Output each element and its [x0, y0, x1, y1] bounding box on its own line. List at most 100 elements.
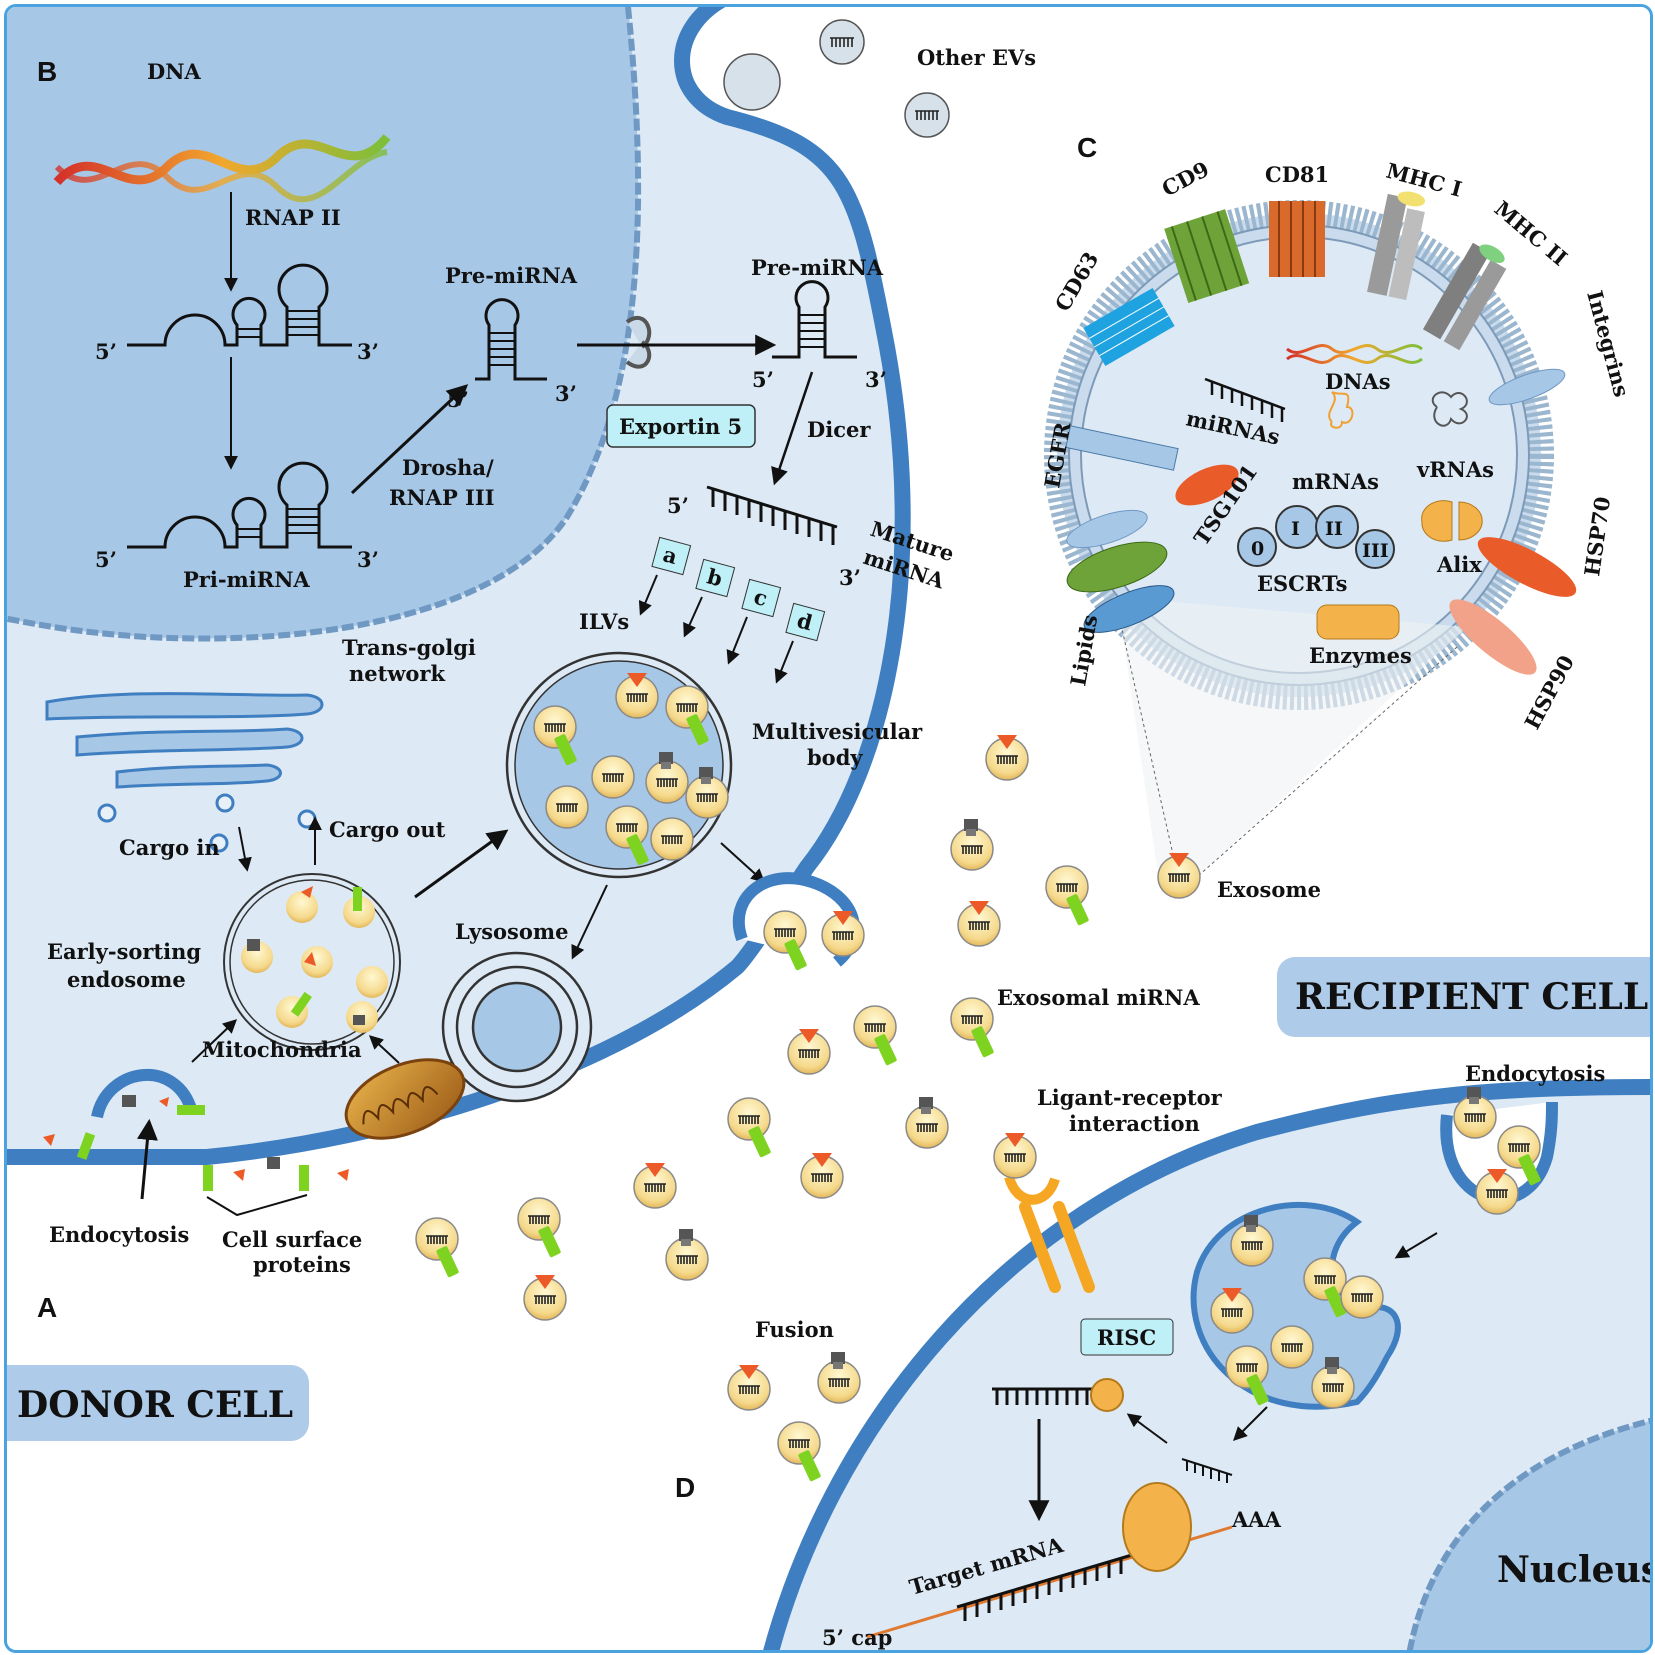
escrt-1-label: I: [1291, 518, 1300, 540]
receptor-icon: [1019, 1201, 1095, 1293]
trans-golgi-network: [45, 692, 324, 853]
panel-c-label: C: [1077, 132, 1097, 163]
figure-frame: Other EVs B C A D DNA RNAP II 5’ 3’ 5’ 3…: [4, 4, 1653, 1653]
mrnas-icon: [1328, 391, 1354, 429]
vrnas-icon: [1431, 391, 1468, 427]
strand-b: b: [695, 558, 736, 598]
exosome-label: Exosome: [1217, 877, 1321, 902]
pri-mirna-strand-bottom: [127, 461, 352, 549]
mrnas-label: mRNAs: [1292, 469, 1379, 494]
panel-b-label: B: [37, 56, 57, 87]
pre-mirna-hairpin-cytoplasm: [772, 280, 857, 359]
mvb-label-line2: body: [807, 745, 863, 770]
integrins-label: Integrins: [1582, 288, 1634, 400]
vrnas-label: vRNAs: [1416, 457, 1494, 482]
early-sorting-endosome: [223, 873, 401, 1051]
pre-mirna-nucleus-label: Pre-miRNA: [445, 263, 578, 288]
svg-text:b: b: [704, 563, 725, 591]
pre-mirna-hairpin-nucleus: [475, 298, 547, 381]
mvb-label-line1: Multivesicular: [752, 719, 923, 744]
donor-nucleus: [7, 7, 642, 642]
lysosome-label: Lysosome: [455, 919, 568, 944]
recipient-cell-cytoplasm: [763, 1079, 1650, 1650]
panel-a-label: A: [37, 1292, 57, 1323]
dnas-label: DNAs: [1325, 369, 1391, 394]
mhc2-protein: [1422, 242, 1507, 351]
alix-label: Alix: [1436, 552, 1482, 577]
drosha-label-line2: RNAP III: [389, 485, 495, 510]
ev-vesicle: [904, 92, 950, 138]
ev-vesicle: [723, 53, 781, 111]
five-prime-label: 5’: [447, 387, 469, 412]
cd9-protein: [1164, 209, 1250, 304]
recipient-nucleus: [1406, 1417, 1650, 1650]
escrts-label: ESCRTs: [1257, 571, 1348, 596]
dnas-icon: [1286, 344, 1423, 364]
other-evs-label: Other EVs: [917, 45, 1036, 70]
ligand-label-line1: Ligant-receptor: [1037, 1085, 1223, 1110]
three-prime-label: 3’: [839, 565, 861, 590]
cargo-in-label: Cargo in: [119, 835, 220, 860]
mitochondria-label: Mitochondria: [202, 1037, 362, 1062]
ilvs-label: ILVs: [579, 609, 629, 634]
enzymes-protein: [1316, 604, 1400, 640]
escrt-complexes: [1237, 505, 1395, 569]
three-prime-label: 3’: [865, 367, 887, 392]
ribosome-icon: [1122, 1482, 1192, 1572]
risc-box: [1080, 1318, 1174, 1356]
cd9-label: CD9: [1158, 156, 1213, 201]
five-prime-label: 5’: [95, 339, 117, 364]
strand-d: d: [785, 602, 826, 642]
mhc1-label: MHC I: [1384, 158, 1465, 202]
alix-protein: [1421, 500, 1483, 542]
five-prime-label: 5’: [667, 493, 689, 518]
donor-endocytosis-label: Endocytosis: [49, 1222, 189, 1247]
donor-cell-label: DONOR CELL: [17, 1384, 293, 1426]
egfr-protein: [1065, 425, 1179, 471]
tgn-label-line1: Trans-golgi: [342, 635, 476, 660]
donor-cell-label-box: [7, 1365, 309, 1441]
exportin-5-box: [606, 404, 756, 448]
five-prime-cap-label: 5’ cap: [822, 1625, 892, 1650]
strand-c: c: [741, 578, 782, 618]
lysosome: [441, 951, 593, 1103]
risc-label: RISC: [1097, 1325, 1156, 1350]
dicer-label: Dicer: [807, 417, 871, 442]
three-prime-label: 3’: [357, 339, 379, 364]
escrt-2-label: II: [1325, 518, 1343, 540]
drosha-label-line1: Drosha/: [402, 455, 494, 480]
cd81-protein: [1269, 201, 1325, 277]
svg-text:d: d: [794, 607, 815, 635]
ev-vesicle: [819, 19, 865, 65]
rnap2-label: RNAP II: [245, 205, 341, 230]
tgn-label-line2: network: [349, 661, 445, 686]
enzymes-label: Enzymes: [1309, 643, 1412, 668]
pre-mirna-cytoplasm-label: Pre-miRNA: [751, 255, 884, 280]
mitochondria: [344, 1058, 466, 1140]
three-prime-label: 3’: [555, 381, 577, 406]
cargo-out-label: Cargo out: [329, 817, 446, 842]
pri-mirna-strand-top: [127, 263, 352, 347]
lipids-label: Lipids: [1065, 613, 1102, 688]
fusion-label: Fusion: [755, 1317, 834, 1342]
strand-a: a: [651, 536, 692, 576]
hsp90-protein: [1449, 599, 1537, 675]
mhc1-protein: [1367, 191, 1426, 301]
escrt-0-label: 0: [1251, 538, 1264, 560]
pri-mirna-label: Pri-miRNA: [183, 567, 310, 592]
recipient-endocytosis-label: Endocytosis: [1465, 1061, 1605, 1086]
hsp70-protein: [1477, 537, 1577, 597]
hsp70-label: HSP70: [1579, 495, 1615, 578]
ligand-label-line2: interaction: [1069, 1111, 1200, 1136]
ese-label-line2: endosome: [67, 967, 186, 992]
recipient-cell-label: RECIPIENT CELL: [1295, 976, 1648, 1018]
recipient-cell-label-box: [1277, 957, 1650, 1037]
cd63-protein: [1083, 287, 1175, 367]
integrins-protein: [1488, 368, 1566, 406]
exosome-pathway-diagram: Other EVs B C A D DNA RNAP II 5’ 3’ 5’ 3…: [7, 7, 1650, 1650]
svg-text:c: c: [751, 584, 770, 611]
three-prime-label: 3’: [357, 547, 379, 572]
csp-label-line1: Cell surface: [222, 1227, 362, 1252]
nucleus-label: Nucleus: [1497, 1549, 1650, 1591]
escrt-3-label: III: [1362, 540, 1389, 562]
